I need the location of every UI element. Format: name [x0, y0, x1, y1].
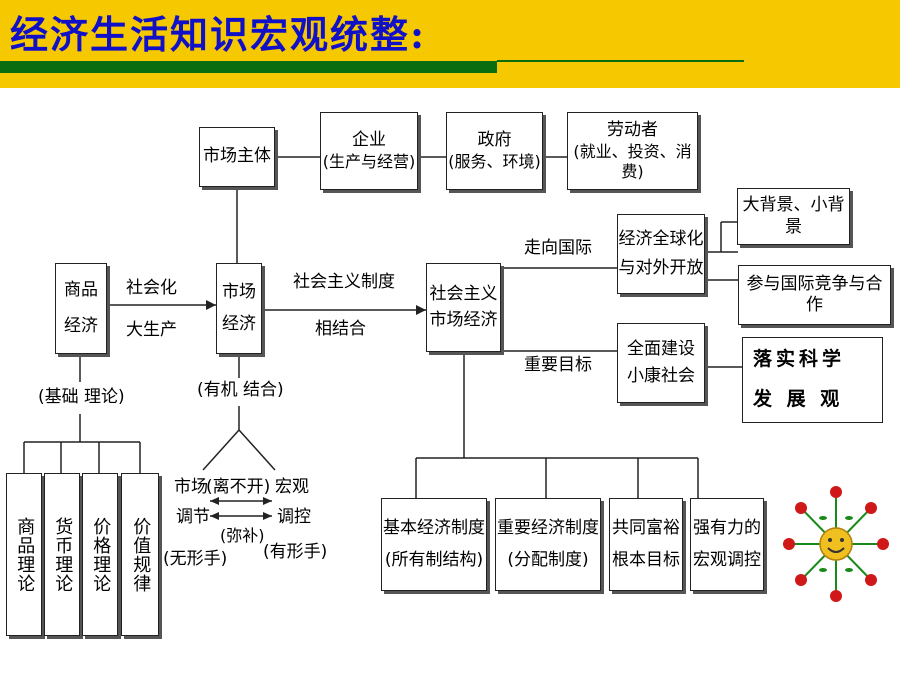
node-government-line1: 政府 [477, 130, 512, 151]
label-socialization: 社会化 [126, 278, 177, 298]
label-macro-regulation-2: 调控 [277, 507, 311, 527]
node-distribution-system-line2: (分配制度) [507, 549, 589, 570]
node-basic-system-line1: 基本经济制度 [383, 518, 485, 539]
label-visible-hand: (有形手) [263, 542, 328, 562]
node-international-competition-text: 参与国际竞争与合作 [746, 273, 883, 315]
node-basic-system: 基本经济制度 (所有制结构) [381, 498, 487, 591]
node-government: 政府 (服务、环境) [446, 112, 543, 190]
node-enterprise: 企业 (生产与经营) [320, 112, 418, 190]
label-basic-theory: (基础 理论) [38, 387, 125, 407]
node-commodity-economy: 商品 经济 [55, 263, 107, 354]
label-important-goal: 重要目标 [524, 355, 592, 375]
node-government-line2: (服务、环境) [448, 151, 541, 171]
node-price-theory: 价格理论 [82, 473, 118, 636]
node-common-prosperity-line2: 根本目标 [612, 549, 680, 570]
node-big-small-background: 大背景、小背景 [737, 188, 850, 245]
node-commodity-economy-line1: 商品 [64, 280, 98, 301]
label-market-regulation-2: 调节 [176, 507, 210, 527]
node-commodity-economy-line2: 经济 [64, 315, 98, 336]
node-scientific-development: 落实科学 发 展 观 [742, 337, 883, 423]
node-laborer: 劳动者 (就业、投资、消费) [567, 112, 698, 190]
label-macro-regulation-1: 宏观 [275, 477, 309, 497]
node-globalization-line1: 经济全球化 [618, 228, 704, 249]
node-currency-theory: 货币理论 [44, 473, 80, 636]
node-socialist-market-economy-line2: 市场经济 [429, 309, 498, 330]
label-organic-combination: (有机 结合) [197, 380, 284, 400]
node-scientific-development-line2: 发 展 观 [753, 388, 844, 410]
node-laborer-line1: 劳动者 [607, 120, 658, 141]
node-socialist-market-economy-line1: 社会主义 [429, 284, 498, 305]
node-socialist-market-economy: 社会主义 市场经济 [426, 263, 501, 352]
node-common-prosperity: 共同富裕 根本目标 [609, 498, 683, 591]
label-combined: 相结合 [315, 319, 366, 339]
node-big-small-background-text: 大背景、小背景 [742, 195, 845, 237]
node-commodity-theory: 商品理论 [6, 473, 42, 636]
node-scientific-development-line1: 落实科学 [753, 348, 846, 371]
label-socialist-system: 社会主义制度 [293, 272, 395, 292]
node-enterprise-line2: (生产与经营) [322, 151, 416, 171]
label-go-international: 走向国际 [524, 238, 592, 258]
page-title: 经济生活知识宏观统整: [10, 12, 427, 57]
node-enterprise-line1: 企业 [352, 130, 386, 151]
label-market-regulation-1: 市场 [174, 477, 208, 497]
node-xiaokang: 全面建设 小康社会 [617, 323, 705, 403]
node-distribution-system-line1: 重要经济制度 [497, 518, 599, 539]
node-common-prosperity-line1: 共同富裕 [612, 518, 680, 539]
node-price-theory-text: 价格理论 [90, 516, 112, 593]
title-underline-bar [0, 61, 497, 73]
node-value-law: 价值规律 [121, 473, 159, 636]
node-market-economy-line2: 经济 [222, 313, 256, 334]
smiley-flower-icon [783, 486, 889, 602]
node-xiaokang-line2: 小康社会 [627, 366, 695, 386]
label-mass-production: 大生产 [126, 320, 177, 340]
node-market-subject: 市场主体 [199, 127, 275, 187]
node-macro-control: 强有力的 宏观调控 [690, 498, 764, 591]
node-market-economy-line1: 市场 [222, 282, 256, 303]
node-international-competition: 参与国际竞争与合作 [738, 265, 891, 325]
node-commodity-theory-text: 商品理论 [14, 516, 36, 593]
node-laborer-line2: (就业、投资、消费) [573, 141, 692, 181]
node-distribution-system: 重要经济制度 (分配制度) [495, 498, 601, 591]
node-xiaokang-line1: 全面建设 [627, 338, 695, 359]
label-inseparable: (离不开) [206, 477, 271, 497]
node-currency-theory-text: 货币理论 [52, 516, 74, 593]
node-market-economy: 市场 经济 [216, 263, 262, 354]
node-basic-system-line2: (所有制结构) [384, 549, 484, 570]
node-macro-control-line1: 强有力的 [693, 518, 761, 539]
node-macro-control-line2: 宏观调控 [693, 549, 761, 570]
label-invisible-hand: (无形手) [163, 549, 228, 569]
node-globalization: 经济全球化 与对外开放 [617, 214, 705, 294]
node-globalization-line2: 与对外开放 [618, 258, 704, 278]
node-value-law-text: 价值规律 [130, 516, 152, 593]
label-complement: (弥补) [220, 526, 265, 545]
node-market-subject-text: 市场主体 [203, 146, 271, 167]
title-underline-line [497, 60, 744, 62]
header-band [0, 0, 900, 88]
